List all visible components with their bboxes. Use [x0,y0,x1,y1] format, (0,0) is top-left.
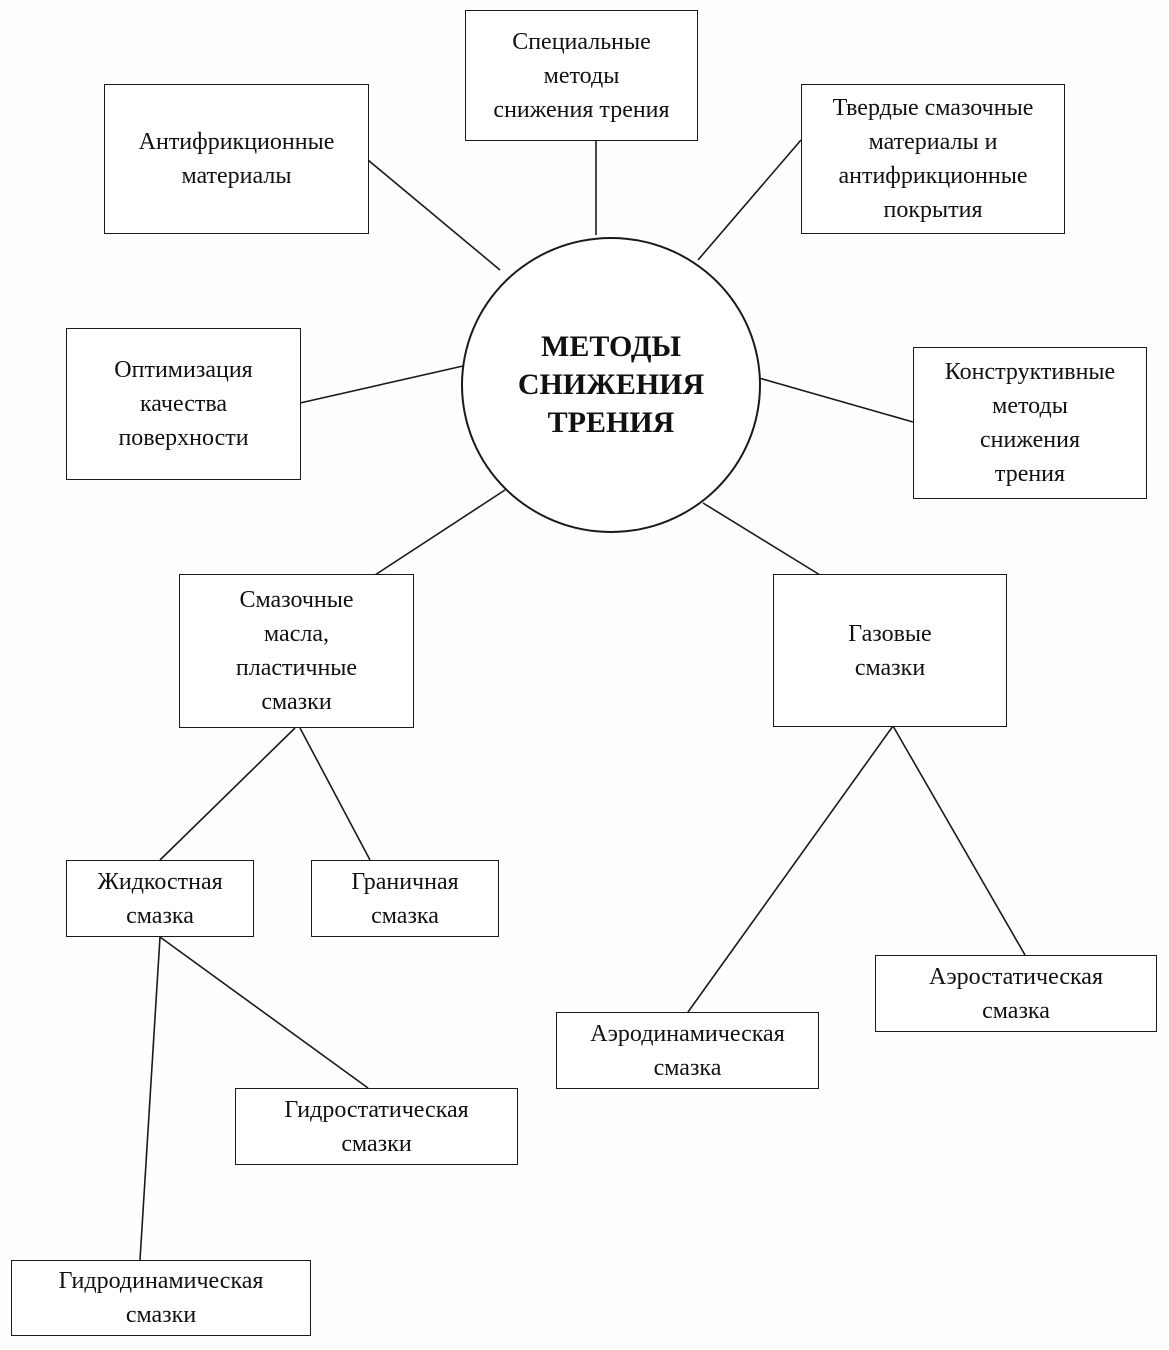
node-solid-lubricants: Твердые смазочные материалы и антифрикци… [801,84,1065,234]
central-topic-line: ТРЕНИЯ [547,406,675,439]
node-label-line: Газовые [848,620,932,647]
node-label-line: методы [543,62,620,89]
central-topic-circle: МЕТОДЫ СНИЖЕНИЯ ТРЕНИЯ [461,237,761,533]
node-constructive-methods: Конструктивные методы снижения трения [913,347,1147,499]
node-label-line: методы [992,393,1068,419]
node-label-line: смазки [854,654,926,681]
node-special-methods: Специальные методы снижения трения [465,10,698,141]
node-lubricating-oils: Смазочные масла, пластичные смазки [179,574,414,728]
node-liquid-lubrication: Жидкостная смазка [66,860,254,937]
node-label-line: покрытия [883,197,983,223]
node-label-line: Антифрикционные [138,129,335,155]
connector-oils-boundary [299,727,371,861]
node-antifriction-materials: Антифрикционные материалы [104,84,369,234]
connector-center-oils [374,489,506,576]
node-label-line: смазка [126,902,194,929]
node-label-line: пластичные [235,655,358,681]
node-label-line: смазки [125,1302,197,1328]
node-label-line: поверхности [118,425,249,451]
node-label-line: снижения [980,427,1080,453]
connector-oils-liquid [159,727,296,861]
node-label-line: Аэродинамическая [590,1020,785,1047]
node-label-line: Жидкостная [97,868,223,895]
connector-liquid-hydrostatic [159,936,369,1089]
connector-center-constructive [758,377,914,423]
node-label-line: Твердые смазочные [832,95,1034,121]
node-label-line: смазка [371,902,439,929]
node-label-line: Конструктивные [944,359,1116,385]
node-label-line: трения [994,461,1066,487]
connector-center-surface [299,365,464,404]
node-aerodynamic-lubrication: Аэродинамическая смазка [556,1012,819,1089]
node-hydrodynamic-lubrication: Гидродинамическая смазки [11,1260,311,1336]
node-label-line: материалы и [868,129,998,155]
node-gas-lubricants: Газовые смазки [773,574,1007,727]
node-label-line: смазка [982,997,1050,1024]
node-label-line: Аэростатическая [929,963,1103,990]
node-label-line: антифрикционные [838,163,1028,189]
node-aerostatic-lubrication: Аэростатическая смазка [875,955,1157,1032]
connector-center-solid-lubricants [697,139,802,261]
connector-liquid-hydrodynamic [139,936,161,1261]
node-label-line: Смазочные [239,587,354,613]
node-label-line: Специальные [512,28,651,55]
node-label-line: Оптимизация [114,357,253,383]
connector-gas-aerostatic [892,725,1026,956]
node-label-line: смазка [653,1054,722,1081]
central-topic-line: СНИЖЕНИЯ [517,368,705,401]
node-hydrostatic-lubrication: Гидростатическая смазки [235,1088,518,1165]
node-label-line: масла, [264,621,329,647]
node-label-line: Гидродинамическая [58,1268,264,1294]
node-label-line: материалы [181,163,292,189]
connector-center-gas [702,502,821,576]
node-label-line: Гидростатическая [284,1096,469,1123]
node-boundary-lubrication: Граничная смазка [311,860,499,937]
node-label-line: смазки [341,1130,412,1157]
node-label-line: качества [139,391,228,417]
central-topic-line: МЕТОДЫ [541,330,681,363]
node-surface-optimization: Оптимизация качества поверхности [66,328,301,480]
connector-gas-aerodynamic [687,725,894,1013]
connector-center-antifriction [367,159,501,271]
node-label-line: снижения трения [493,96,670,123]
node-label-line: Граничная [351,868,459,895]
node-label-line: смазки [261,689,332,715]
